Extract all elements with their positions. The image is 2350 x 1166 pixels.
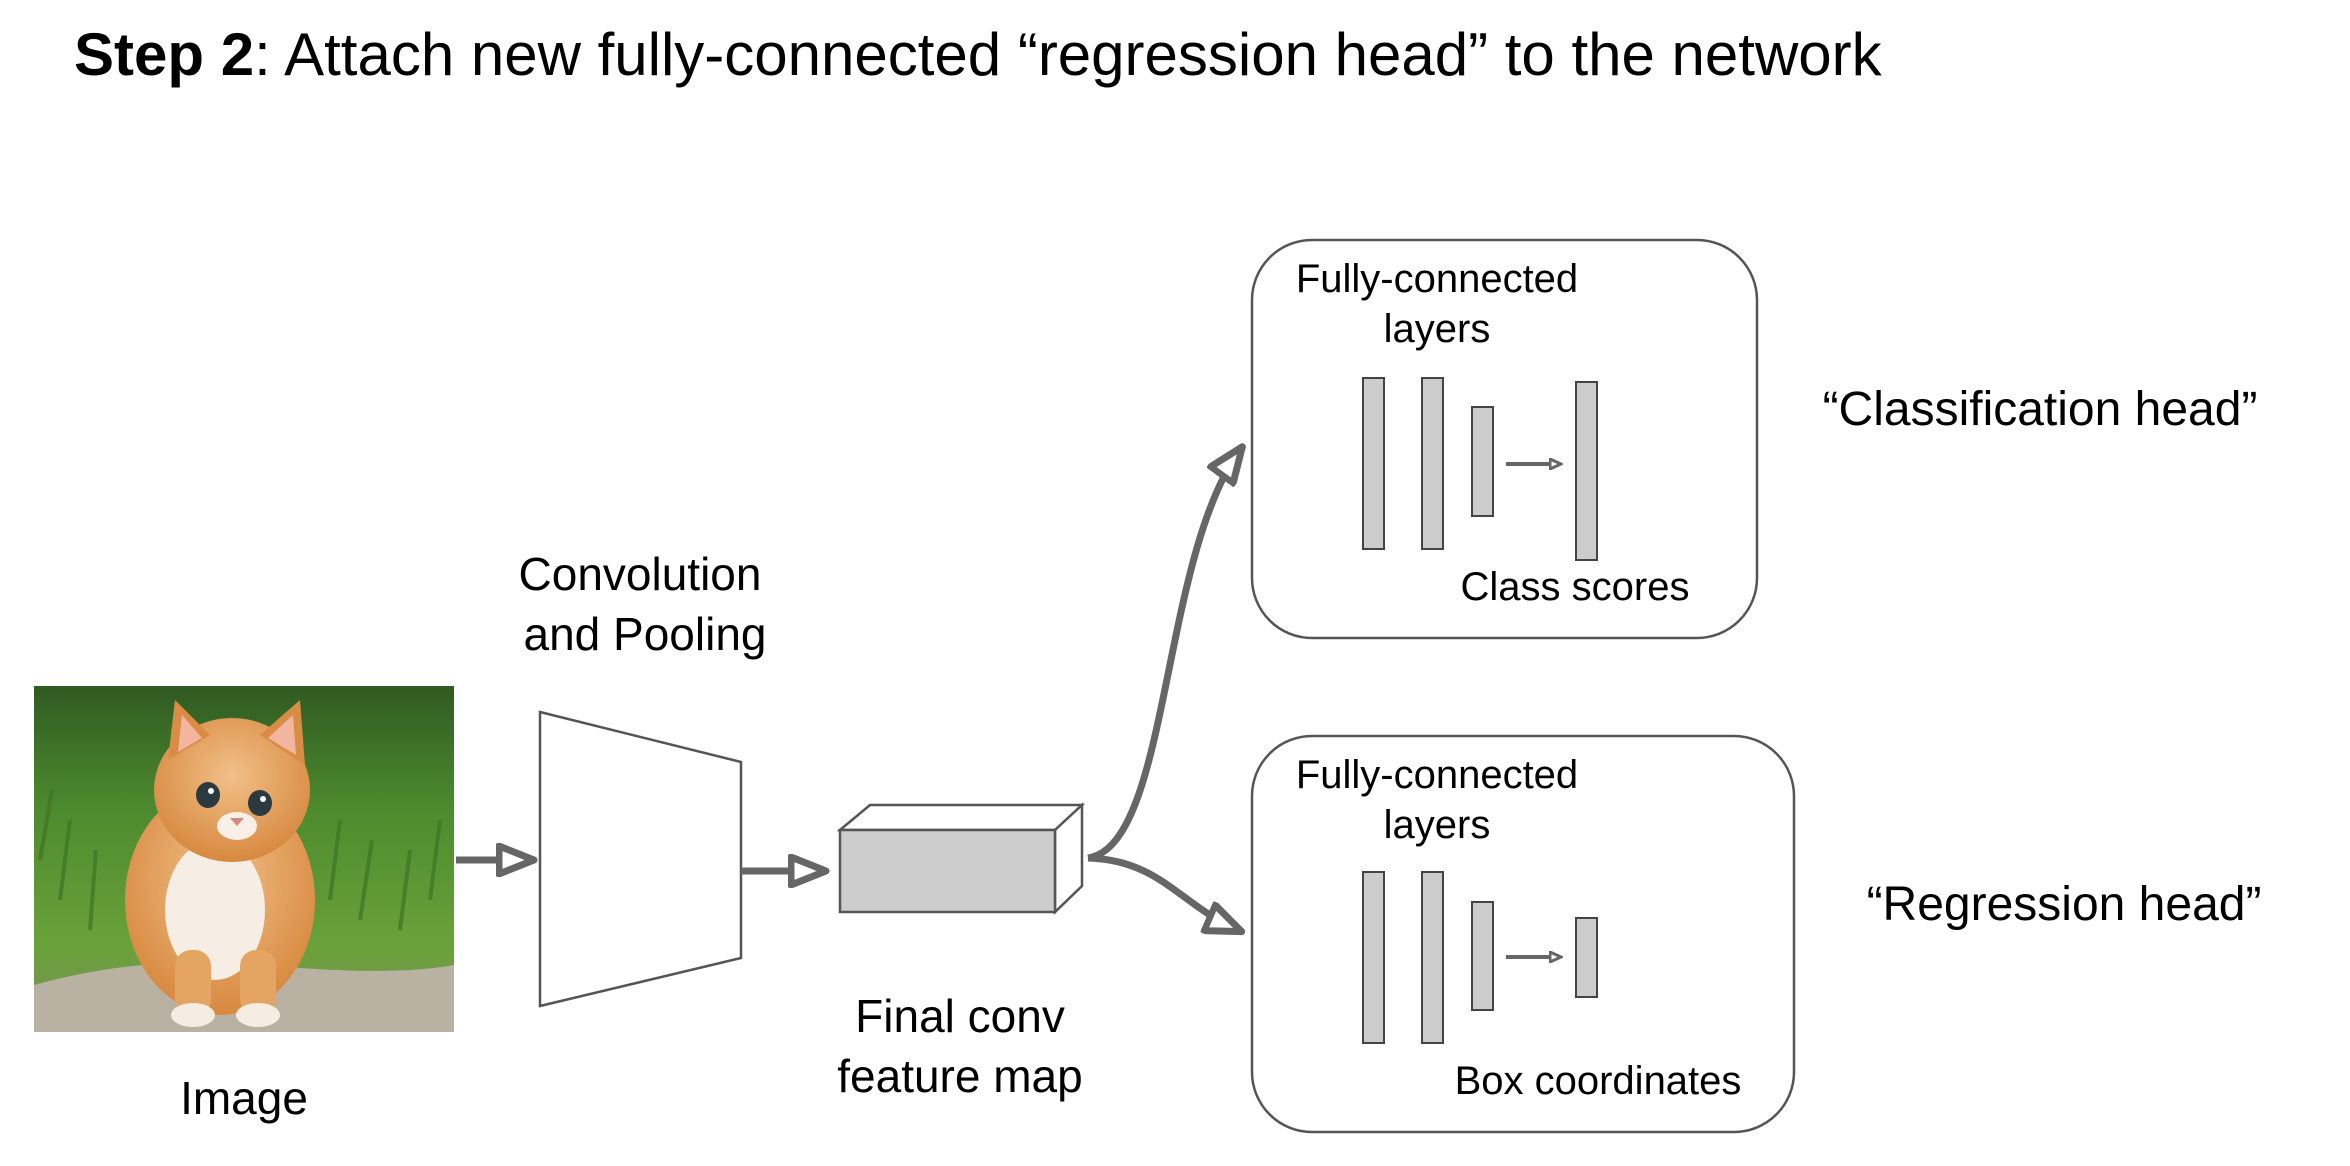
feature-map-label-line1: Final conv xyxy=(855,990,1065,1042)
classification-layer-3 xyxy=(1471,406,1494,517)
regression-head-box xyxy=(1250,734,1796,1134)
box-coordinates-label: Box coordinates xyxy=(1455,1059,1742,1103)
class-scores-label: Class scores xyxy=(1461,565,1690,609)
kitten-photo xyxy=(34,686,454,1032)
feature-map-box xyxy=(836,802,1086,915)
classification-fc-label-line1: Fully-connected xyxy=(1296,257,1578,301)
regression-fc-layers xyxy=(1362,871,1598,1044)
page-title: Step 2: Attach new fully-connected “regr… xyxy=(74,21,1883,88)
classification-output-layer xyxy=(1575,381,1598,561)
classification-head-name: “Classification head” xyxy=(1823,383,2258,436)
title-step: Step 2 xyxy=(74,21,254,88)
classification-fc-layers xyxy=(1362,377,1598,561)
regression-fc-label-line2: layers xyxy=(1384,803,1491,847)
regression-output-layer xyxy=(1575,917,1598,998)
classification-layer-2 xyxy=(1421,377,1444,550)
conv-label-line1: Convolution xyxy=(519,548,762,600)
classification-layer-1 xyxy=(1362,377,1385,550)
arrow-to-regression-head xyxy=(1087,854,1238,930)
conv-label-line2: and Pooling xyxy=(524,608,767,660)
feature-map-label-line2: feature map xyxy=(837,1050,1082,1102)
conv-pooling-trapezoid xyxy=(538,710,743,1008)
title-text: : Attach new fully-connected “regression… xyxy=(254,21,1883,88)
image-label: Image xyxy=(180,1072,308,1124)
regression-layer-2 xyxy=(1421,871,1444,1044)
classification-fc-label-line2: layers xyxy=(1384,307,1491,351)
arrow-to-classification-head xyxy=(1087,450,1240,862)
regression-layer-3 xyxy=(1471,901,1494,1011)
regression-fc-label-line1: Fully-connected xyxy=(1296,753,1578,797)
regression-layer-1 xyxy=(1362,871,1385,1044)
regression-head-name: “Regression head” xyxy=(1867,878,2262,931)
